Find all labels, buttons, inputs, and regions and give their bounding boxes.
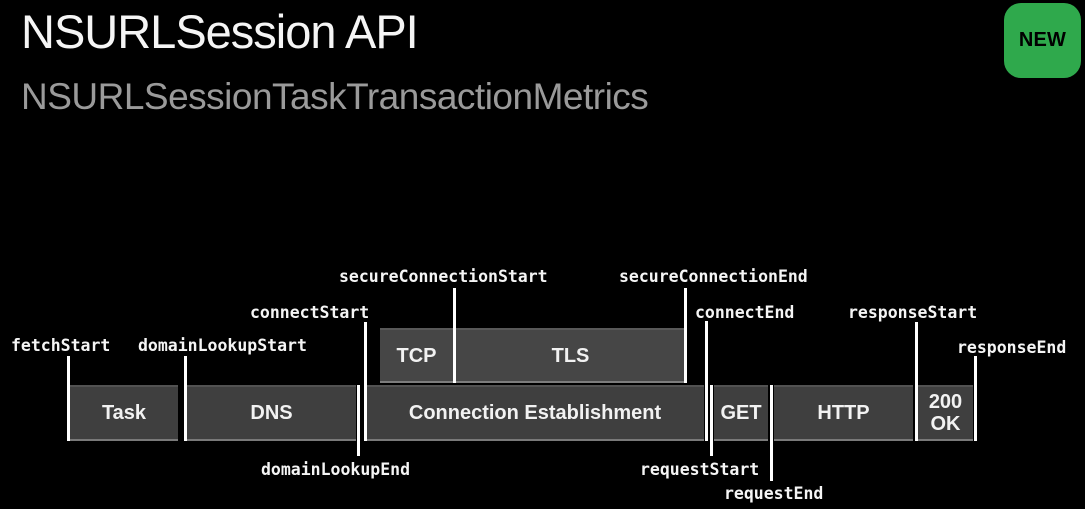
event-label-fetchStart: fetchStart xyxy=(11,336,111,355)
segment-get: GET xyxy=(714,385,768,441)
segment-label-task: Task xyxy=(101,402,147,424)
event-line-responseStart xyxy=(915,322,918,441)
segment-tcp: TCP xyxy=(380,328,453,383)
segment-http: HTTP xyxy=(774,385,913,441)
event-line-secureConnectionStart xyxy=(453,288,456,383)
event-line-connectEnd xyxy=(705,321,708,441)
segment-label-get: GET xyxy=(720,402,762,424)
segment-status-200-ok: 200 OK xyxy=(918,385,973,441)
event-label-connectStart: connectStart xyxy=(250,303,370,322)
event-line-domainLookupStart xyxy=(184,356,187,441)
segment-label-dns: DNS xyxy=(250,402,293,424)
event-line-domainLookupEnd xyxy=(357,385,360,456)
segment-label-http: HTTP xyxy=(817,402,870,424)
event-label-requestEnd: requestEnd xyxy=(724,484,824,503)
segment-tls: TLS xyxy=(456,328,685,383)
event-line-connectStart xyxy=(364,322,367,441)
event-label-secureConnectionStart: secureConnectionStart xyxy=(339,267,548,286)
new-badge-label: NEW xyxy=(1018,29,1067,51)
page-title: NSURLSession API xyxy=(21,5,419,58)
event-label-responseEnd: responseEnd xyxy=(957,338,1067,357)
segment-dns: DNS xyxy=(187,385,356,441)
event-label-connectEnd: connectEnd xyxy=(695,303,795,322)
event-label-secureConnectionEnd: secureConnectionEnd xyxy=(619,267,808,286)
event-line-requestEnd xyxy=(770,385,773,481)
segment-task: Task xyxy=(70,385,178,441)
page-subtitle: NSURLSessionTaskTransactionMetrics xyxy=(21,76,649,117)
segment-connection-establishment: Connection Establishment xyxy=(366,385,704,441)
segment-label-tls: TLS xyxy=(551,344,590,367)
segment-label-status-200-ok: 200 OK xyxy=(928,391,963,435)
event-line-fetchStart xyxy=(67,356,70,441)
event-label-domainLookupEnd: domainLookupEnd xyxy=(261,460,411,479)
new-badge: NEW xyxy=(1004,3,1081,78)
event-label-requestStart: requestStart xyxy=(640,460,760,479)
segment-label-connection-establishment: Connection Establishment xyxy=(408,402,662,424)
segment-label-tcp: TCP xyxy=(396,344,437,367)
event-line-requestStart xyxy=(710,385,713,456)
event-label-domainLookupStart: domainLookupStart xyxy=(138,336,307,355)
event-line-secureConnectionEnd xyxy=(684,288,687,383)
event-line-responseEnd xyxy=(974,356,977,441)
event-label-responseStart: responseStart xyxy=(848,303,978,322)
